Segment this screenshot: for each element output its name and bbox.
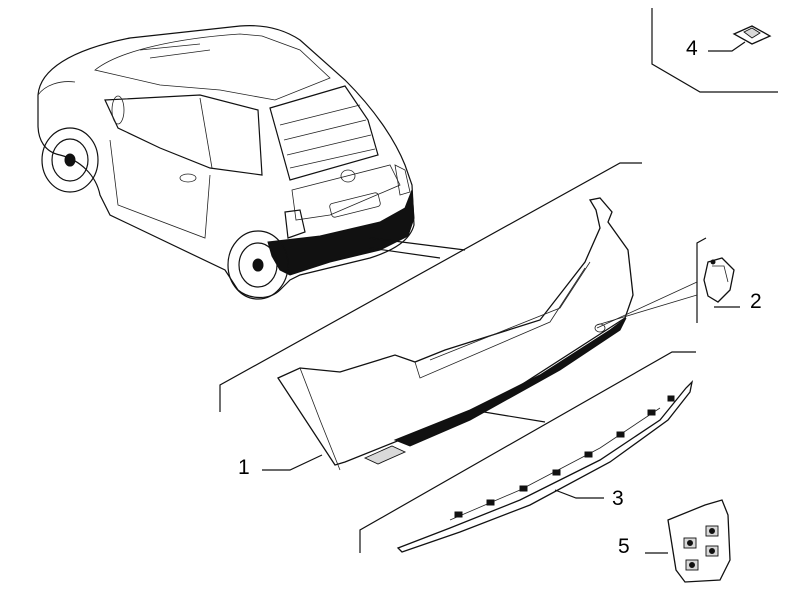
- leader-lines: [262, 41, 746, 554]
- part-2-cover-cap: [703, 257, 735, 303]
- callout-2: 2: [750, 290, 762, 313]
- callout-1: 1: [238, 456, 250, 479]
- part-1-rear-bumper: [277, 197, 634, 471]
- callouts: 1 2 3 4 5: [238, 37, 762, 558]
- callout-3: 3: [612, 487, 624, 510]
- part-1-lower-diffuser: [393, 317, 627, 447]
- perspective-frames: [219, 8, 778, 553]
- part-5-bracket: [667, 499, 731, 583]
- car-illustration: [37, 25, 415, 300]
- part-3-trim-strip: [396, 380, 694, 553]
- callout-4: 4: [686, 37, 698, 60]
- callout-5: 5: [618, 535, 630, 558]
- part-4-clip: [732, 25, 772, 45]
- car-rear-bumper-highlight: [267, 189, 415, 276]
